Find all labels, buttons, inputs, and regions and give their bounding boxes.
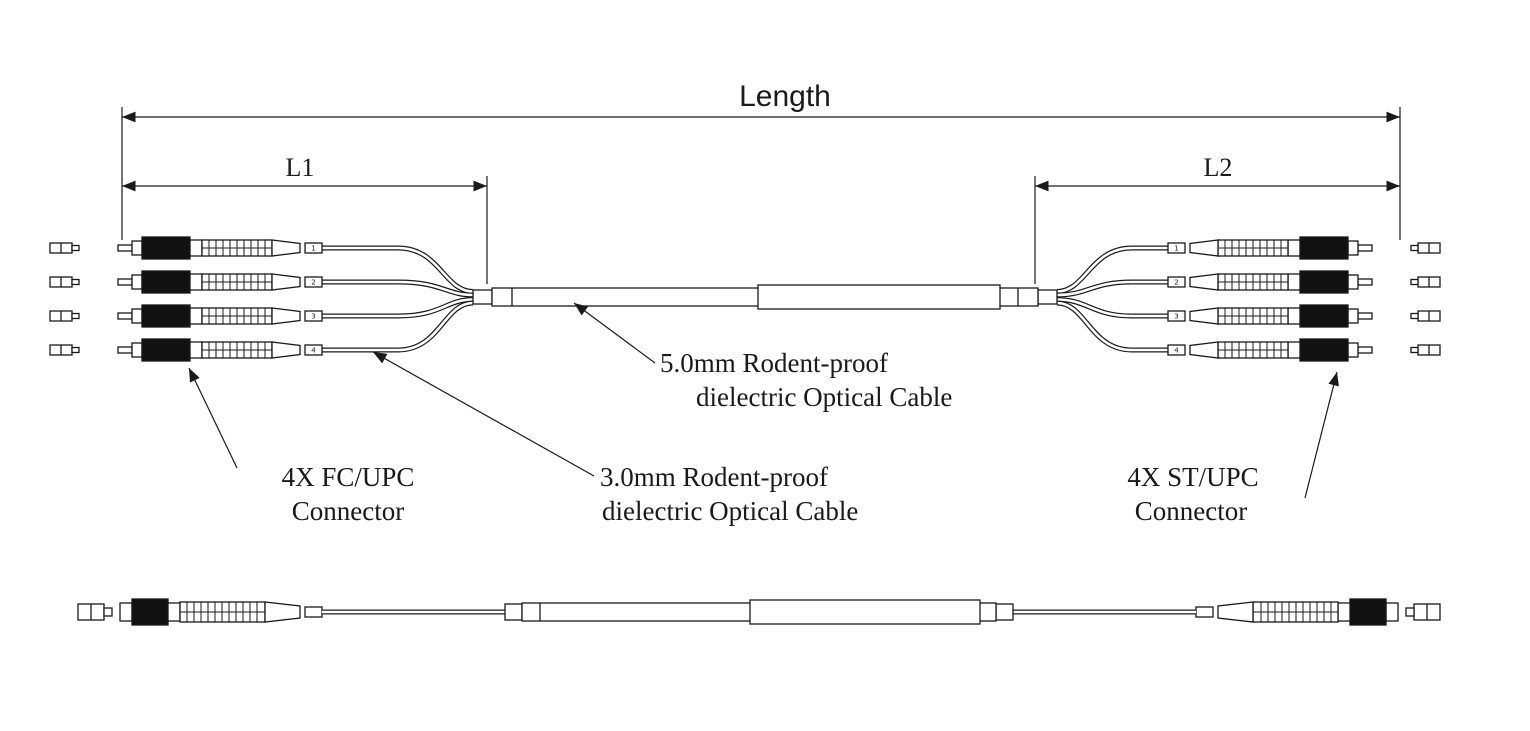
side-view [78, 599, 1440, 625]
l2-dimension: L2 [1034, 153, 1400, 284]
callout-st-connector: 4X ST/UPC Connector [1127, 371, 1339, 526]
l1-label: L1 [286, 153, 315, 182]
callout-fc-line2: Connector [292, 496, 404, 526]
leader-line [1304, 371, 1339, 499]
callout-st-line2: Connector [1135, 496, 1247, 526]
breakout-fan-right [1056, 245, 1168, 353]
top-view: 1 2 3 4 1 2 3 4 [49, 236, 1441, 362]
central-cable [472, 284, 1058, 310]
leader-line [372, 351, 595, 477]
callout-fc-connector: 4X FC/UPC Connector [188, 367, 415, 526]
callout-3mm-line1: 3.0mm Rodent-proof [600, 462, 828, 492]
left-connectors-fc: 1 2 3 4 [49, 236, 323, 362]
port-number: 3 [1174, 313, 1178, 321]
port-number: 4 [311, 347, 316, 355]
furcation-collar-right [1037, 289, 1058, 305]
l1-dimension: L1 [122, 153, 488, 284]
cable-label-sleeve [749, 599, 981, 625]
port-number: 2 [1174, 279, 1178, 287]
callout-5mm-cable: 5.0mm Rodent-proof dielectric Optical Ca… [573, 302, 952, 412]
port-number: 2 [311, 279, 315, 287]
leader-line [188, 367, 238, 469]
cable-label-sleeve [757, 284, 1001, 310]
breakout-fan-left [322, 245, 474, 353]
furcation-collar-left [472, 289, 493, 305]
callout-5mm-line1: 5.0mm Rodent-proof [660, 348, 888, 378]
callout-3mm-cable: 3.0mm Rodent-proof dielectric Optical Ca… [372, 351, 858, 526]
side-view-central-cable [521, 599, 997, 625]
callout-st-line1: 4X ST/UPC [1127, 462, 1258, 492]
l2-label: L2 [1204, 153, 1233, 182]
port-number: 1 [1174, 245, 1178, 253]
length-label: Length [739, 80, 831, 113]
leader-line [573, 302, 656, 364]
port-number: 1 [311, 245, 315, 253]
callout-fc-line1: 4X FC/UPC [282, 462, 415, 492]
port-number: 3 [311, 313, 315, 321]
callout-5mm-line2: dielectric Optical Cable [696, 382, 952, 412]
length-dimension: Length [121, 80, 1401, 240]
callout-3mm-line2: dielectric Optical Cable [602, 496, 858, 526]
port-number: 4 [1174, 347, 1179, 355]
right-connectors-st: 1 2 3 4 [1167, 236, 1441, 362]
